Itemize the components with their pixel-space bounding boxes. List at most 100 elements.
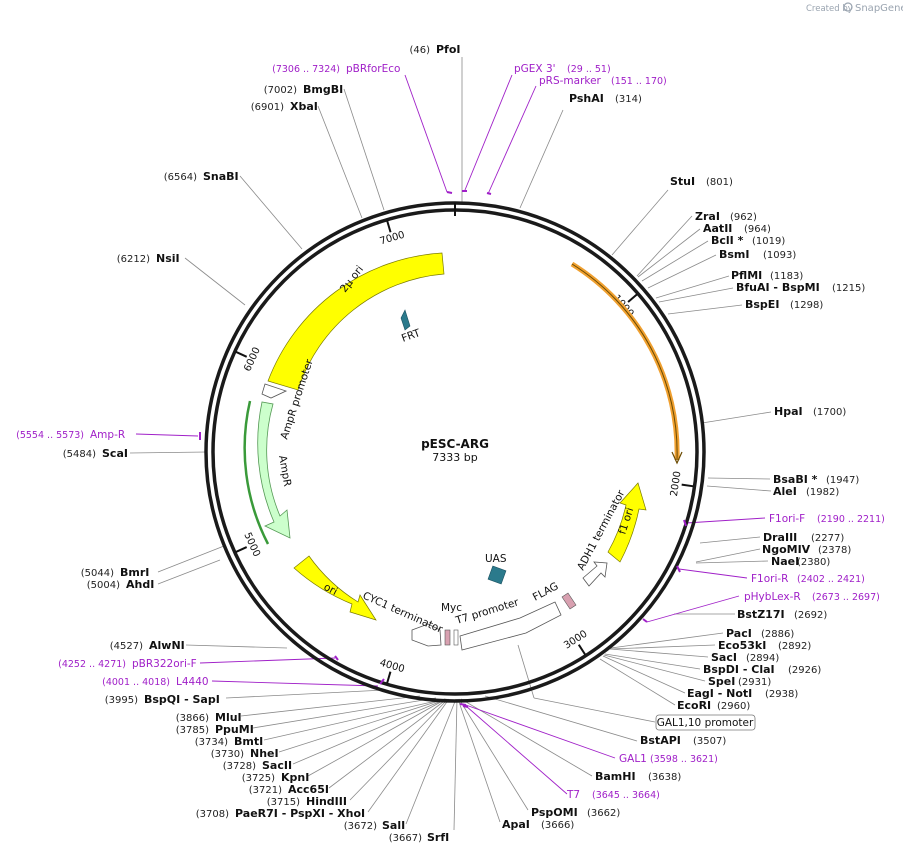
site-mlui[interactable]: (3866)MluI: [176, 711, 242, 724]
site-name: BspEI: [745, 298, 779, 311]
site-ngomiv[interactable]: NgoMIV(2378): [762, 543, 851, 556]
site-name: BstZ17I: [737, 608, 785, 621]
site-pos: (3666): [541, 820, 574, 831]
plasmid-length: 7333 bp: [432, 451, 477, 464]
primer-prs-marker[interactable]: pRS-marker(151 .. 170): [539, 75, 667, 87]
site-pos: (2886): [761, 629, 794, 640]
site-ahdi[interactable]: (5004)AhdI: [87, 578, 155, 591]
site-nsii[interactable]: (6212)NsiI: [117, 252, 180, 265]
site-bspqi-sapi[interactable]: (3995)BspQI - SapI: [105, 693, 220, 706]
site-acc65i[interactable]: (3721)Acc65I: [249, 783, 329, 796]
gal-promoter-callout-box: [655, 714, 756, 731]
site-apai[interactable]: ApaI(3666): [502, 818, 574, 831]
site-bstapi[interactable]: BstAPI(3507): [640, 734, 726, 747]
primer-name: pBR322ori-F: [132, 658, 197, 670]
primer-gal1[interactable]: GAL1(3598 .. 3621): [619, 753, 718, 765]
site-bmri[interactable]: (5044)BmrI: [81, 566, 150, 579]
site-bspei[interactable]: BspEI (1298): [745, 298, 823, 311]
site-name: Eco53kI: [718, 639, 766, 652]
site-bmgbi[interactable]: (7002)BmgBI: [264, 83, 343, 96]
site-sacii[interactable]: (3728)SacII: [223, 759, 292, 772]
site-pos: (2692): [794, 610, 827, 621]
feature-label-cyc1-terminator: CYC1 terminator: [361, 590, 445, 636]
primer-l4440[interactable]: (4001 .. 4018)L4440: [102, 676, 208, 688]
site-pos: (3708): [196, 809, 229, 820]
site-ecori[interactable]: EcoRI(2960): [677, 699, 750, 712]
site-pos: (6901): [251, 102, 284, 113]
site-eco53ki[interactable]: Eco53kI (2892): [718, 639, 811, 652]
site-kpni[interactable]: (3725)KpnI: [242, 771, 310, 784]
site-ppumi[interactable]: (3785)PpuMI: [176, 723, 254, 736]
site-name: EcoRI: [677, 699, 711, 712]
restriction-site-labels: (46)PfoI PshAI(314) StuI(801) ZraI(962) …: [63, 43, 866, 844]
site-alei[interactable]: AleI(1982): [773, 485, 839, 498]
site-name: BamHI: [595, 770, 636, 783]
site-name: PshAI: [569, 92, 604, 105]
site-name: PflMI: [731, 269, 762, 282]
site-name: SpeI: [708, 675, 735, 688]
site-name: KpnI: [281, 771, 309, 784]
site-srfi[interactable]: (3667)SrfI: [389, 831, 450, 844]
site-pos: (2277): [811, 533, 844, 544]
site-name: AatII: [703, 222, 732, 235]
site-sali[interactable]: (3672)SalI: [344, 819, 405, 832]
site-pos: (2892): [778, 641, 811, 652]
site-scai[interactable]: (5484)ScaI: [63, 447, 128, 460]
site-eagi-noti[interactable]: EagI - NotI(2938): [687, 687, 798, 700]
primer-f1ori-f[interactable]: F1ori-F(2190 .. 2211): [769, 513, 885, 525]
bp-tick-label: 3000: [562, 629, 589, 652]
site-paci[interactable]: PacI(2886): [726, 627, 794, 640]
site-name: AhdI: [126, 578, 154, 591]
site-alwni[interactable]: (4527)AlwNI: [110, 639, 185, 652]
primer-range: (4001 .. 4018): [102, 677, 170, 688]
site-pos: (1700): [813, 407, 846, 418]
site-draiii[interactable]: DraIII (2277): [763, 531, 844, 544]
site-pos: (1093): [763, 250, 796, 261]
site-bcli[interactable]: BclI *(1019): [711, 234, 785, 247]
site-hindiii[interactable]: (3715)HindIII: [267, 795, 347, 808]
site-bsmi[interactable]: BsmI (1093): [719, 248, 796, 261]
feature-cyc1-terminator: [411, 623, 442, 647]
site-name: Acc65I: [288, 783, 329, 796]
site-bamhi[interactable]: BamHI(3638): [595, 770, 681, 783]
site-bspdi-clai[interactable]: BspDI - ClaI(2926): [703, 663, 821, 676]
site-pfoi[interactable]: (46)PfoI: [409, 43, 460, 56]
primer-f1ori-r[interactable]: F1ori-R(2402 .. 2421): [751, 573, 865, 585]
site-pos: (5044): [81, 568, 114, 579]
site-name: StuI: [670, 175, 695, 188]
site-pshai[interactable]: PshAI(314): [569, 92, 642, 105]
site-name: BsmI: [719, 248, 750, 261]
site-stui[interactable]: StuI(801): [670, 175, 733, 188]
site-pspomi[interactable]: PspOMI(3662): [531, 806, 620, 819]
site-snabi[interactable]: (6564)SnaBI: [164, 170, 239, 183]
site-bfuai-bspmi[interactable]: BfuAI - BspMI(1215): [736, 281, 865, 294]
site-xbai[interactable]: (6901)XbaI: [251, 100, 318, 113]
site-bsabi[interactable]: BsaBI *(1947): [773, 473, 859, 486]
site-saci[interactable]: SacI(2894): [711, 651, 779, 664]
site-name: BspQI - SapI: [144, 693, 220, 706]
site-pos: (2380): [797, 557, 830, 568]
feature-orf-arrowhead: [671, 451, 683, 465]
site-name: ZraI: [695, 210, 720, 223]
primer-t7[interactable]: T7(3645 .. 3664): [566, 789, 660, 801]
site-pflmi[interactable]: PflMI(1183): [731, 269, 803, 282]
site-paer7i-pspxi-xhoi[interactable]: (3708)PaeR7I - PspXI - XhoI: [196, 807, 365, 820]
site-pos: (2378): [818, 545, 851, 556]
primer-pbr322ori-f[interactable]: (4252 .. 4271)pBR322ori-F: [58, 658, 197, 670]
primer-pgex3[interactable]: pGEX 3'(29 .. 51): [514, 63, 611, 75]
site-zrai[interactable]: ZraI(962): [695, 210, 757, 223]
site-bmti[interactable]: (3734)BmtI: [195, 735, 263, 748]
site-bstz17i[interactable]: BstZ17I (2692): [737, 608, 827, 621]
primer-amp-r[interactable]: (5554 .. 5573)Amp-R: [16, 429, 125, 441]
site-naei[interactable]: NaeI(2380): [771, 555, 830, 568]
primer-phyblex-r[interactable]: pHybLex-R(2673 .. 2697): [744, 591, 880, 603]
site-pos: (1298): [790, 300, 823, 311]
credit-text: Created by: [806, 4, 853, 14]
site-pos: (3734): [195, 737, 228, 748]
site-name: DraIII: [763, 531, 797, 544]
site-aatii[interactable]: AatII(964): [703, 222, 771, 235]
site-nhei[interactable]: (3730)NheI: [211, 747, 279, 760]
site-hpai[interactable]: HpaI(1700): [774, 405, 846, 418]
primer-pbrforeco[interactable]: (7306 .. 7324)pBRforEco: [272, 63, 400, 75]
site-spei[interactable]: SpeI(2931): [708, 675, 771, 688]
